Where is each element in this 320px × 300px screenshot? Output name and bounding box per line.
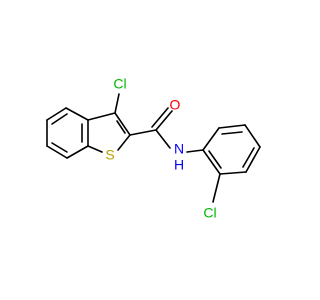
bond xyxy=(155,129,171,149)
sulfur-atom-label: S xyxy=(105,147,114,163)
hydrogen-atom-label: H xyxy=(174,157,184,173)
bond xyxy=(202,149,221,175)
bond xyxy=(87,112,116,121)
bond xyxy=(212,173,221,203)
chlorine-atom-label: Cl xyxy=(113,76,126,92)
bond xyxy=(46,107,67,121)
bond xyxy=(219,171,247,175)
bond xyxy=(242,147,255,168)
bonds xyxy=(46,93,261,203)
bond xyxy=(155,110,173,131)
bond xyxy=(116,120,126,134)
bond xyxy=(114,93,120,114)
bond xyxy=(151,107,169,128)
bond xyxy=(245,146,261,173)
structure-canvas: Cl O S N H Cl xyxy=(46,76,261,221)
nitrogen-atom-label: N xyxy=(174,141,184,157)
bond xyxy=(129,129,157,136)
bond xyxy=(46,145,68,159)
molecule-drawing: Cl O S N H Cl xyxy=(46,76,261,221)
bond xyxy=(186,149,204,153)
atom-labels: Cl O S N H Cl xyxy=(105,76,216,221)
bond xyxy=(221,131,243,135)
bond xyxy=(87,145,103,153)
bond xyxy=(66,145,89,159)
bond xyxy=(114,112,131,136)
bond xyxy=(218,124,246,129)
bond xyxy=(51,113,68,125)
chlorine-atom-label: Cl xyxy=(203,205,216,221)
bond xyxy=(244,124,261,148)
bond xyxy=(65,107,89,121)
bond xyxy=(51,142,68,153)
bond xyxy=(208,150,222,169)
oxygen-atom-label: O xyxy=(170,97,181,113)
bond xyxy=(202,127,220,151)
bond xyxy=(117,134,131,151)
